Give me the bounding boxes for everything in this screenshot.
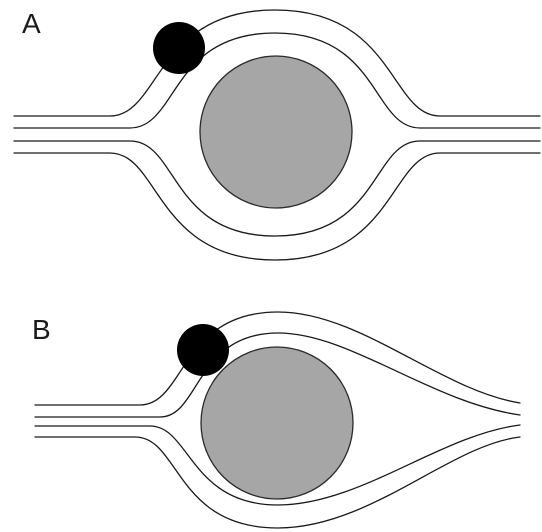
panel-b-label: B	[32, 314, 51, 345]
panel-b-large-sphere	[201, 347, 353, 499]
panel-a-large-sphere	[200, 56, 352, 208]
panel-b: B	[32, 312, 520, 528]
panel-a: A	[14, 8, 540, 260]
panel-a-label: A	[22, 8, 41, 39]
panel-b-small-particle	[177, 324, 229, 376]
panel-a-small-particle	[153, 22, 205, 74]
